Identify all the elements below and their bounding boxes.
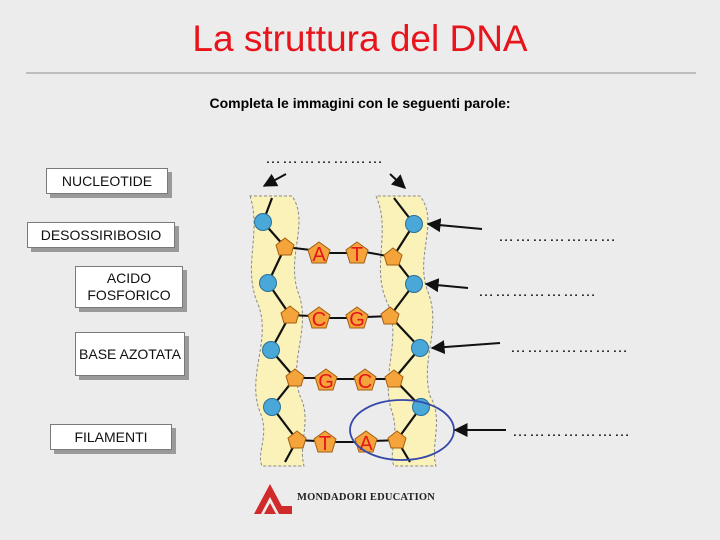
phosphate-circle (262, 341, 280, 359)
blank-right-2[interactable]: ………………… (478, 283, 597, 300)
word-nucleotide[interactable]: NUCLEOTIDE (46, 168, 168, 194)
blank-top[interactable]: ………………… (265, 150, 384, 167)
phosphate-circle (263, 398, 281, 416)
arrow-top-right (389, 173, 407, 189)
phosphate-circle (259, 274, 277, 292)
base-pentagon (345, 241, 369, 264)
publisher-name: MONDADORI EDUCATION (297, 492, 436, 503)
word-desossiribosio[interactable]: DESOSSIRIBOSIO (27, 222, 175, 248)
base-letter-0-left: A (312, 244, 326, 266)
base-pentagon (307, 241, 331, 264)
base-pentagon (313, 430, 337, 453)
arrow-top-left (262, 173, 287, 187)
base-letter-2-right: C (358, 371, 372, 393)
arrow-right-1 (426, 218, 483, 233)
arrow-right-2 (424, 278, 469, 293)
base-letter-0-right: T (351, 244, 363, 266)
sugar-pentagon (287, 430, 307, 449)
base-letter-2-left: G (318, 371, 334, 393)
phosphate-circle (405, 215, 423, 233)
sugar-pentagon (384, 369, 404, 388)
word-base-azotata[interactable]: BASE AZOTATA (75, 332, 185, 376)
base-letter-1-right: G (349, 309, 365, 331)
page-title: La struttura del DNA (192, 18, 528, 59)
base-letters: A T C G G C T A (312, 244, 374, 455)
sugar-groups (275, 237, 407, 449)
instruction-text: Completa le immagini con le seguenti par… (209, 95, 511, 111)
base-letter-3-left: T (319, 433, 331, 455)
base-pentagon (345, 306, 369, 329)
arrow-right-3 (430, 340, 501, 355)
sugar-pentagon (387, 430, 407, 449)
phosphate-circle (405, 275, 423, 293)
word-filamenti[interactable]: FILAMENTI (50, 424, 172, 450)
phosphate-groups (254, 213, 430, 416)
base-letter-1-left: C (312, 309, 326, 331)
base-shapes (307, 241, 378, 453)
mondadori-logo (254, 484, 292, 514)
base-pentagon (307, 306, 331, 329)
sugar-pentagon (280, 305, 300, 324)
title-divider (26, 72, 696, 74)
pointer-arrows (262, 173, 506, 437)
sugar-pentagon (275, 237, 295, 256)
sugar-pentagon (285, 368, 305, 387)
sugar-pentagon (383, 247, 403, 266)
phosphate-circle (411, 339, 429, 357)
base-pentagon (314, 368, 338, 391)
blank-right-3[interactable]: ………………… (510, 339, 629, 356)
phosphate-circle (254, 213, 272, 231)
sugar-pentagon (380, 306, 400, 325)
left-strand (249, 195, 306, 467)
word-acido-fosforico[interactable]: ACIDO FOSFORICO (75, 266, 183, 308)
blank-right-4[interactable]: ………………… (512, 423, 631, 440)
blank-right-1[interactable]: ………………… (498, 228, 617, 245)
base-pentagon (353, 368, 377, 391)
